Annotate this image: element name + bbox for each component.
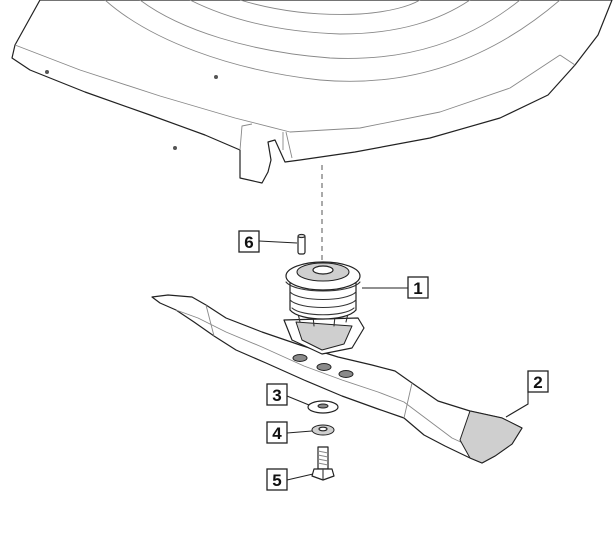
blade-hole	[292, 354, 308, 362]
leader-line-5	[286, 473, 314, 481]
housing-hole	[214, 75, 218, 79]
callout-label-3: 3	[272, 386, 281, 405]
housing-hole	[45, 70, 49, 74]
callout-5: 5	[266, 468, 288, 491]
housing-hole	[173, 146, 177, 150]
spring-washer	[311, 424, 335, 436]
washer	[307, 400, 339, 414]
blade-hole	[316, 363, 332, 371]
leader-line-3	[286, 395, 310, 406]
callout-1: 1	[407, 276, 429, 299]
mower-deck-housing	[11, 0, 613, 184]
blade-adapter-hub	[283, 261, 365, 355]
hub-bore	[312, 265, 334, 275]
callout-label-5: 5	[272, 471, 281, 490]
leader-line-6	[258, 240, 298, 244]
callout-label-2: 2	[533, 373, 542, 392]
blade-hole	[338, 370, 354, 378]
callout-4: 4	[266, 421, 288, 444]
callout-label-4: 4	[272, 424, 282, 443]
callout-label-1: 1	[413, 279, 422, 298]
key-pin	[297, 233, 306, 255]
callout-label-6: 6	[244, 233, 253, 252]
bolt	[311, 446, 335, 481]
mower-blade	[151, 294, 523, 464]
leader-line-4	[286, 430, 313, 434]
leader-line-2	[505, 392, 529, 418]
callout-2: 2	[527, 370, 549, 393]
callout-3: 3	[266, 383, 288, 406]
callout-6: 6	[238, 230, 260, 253]
